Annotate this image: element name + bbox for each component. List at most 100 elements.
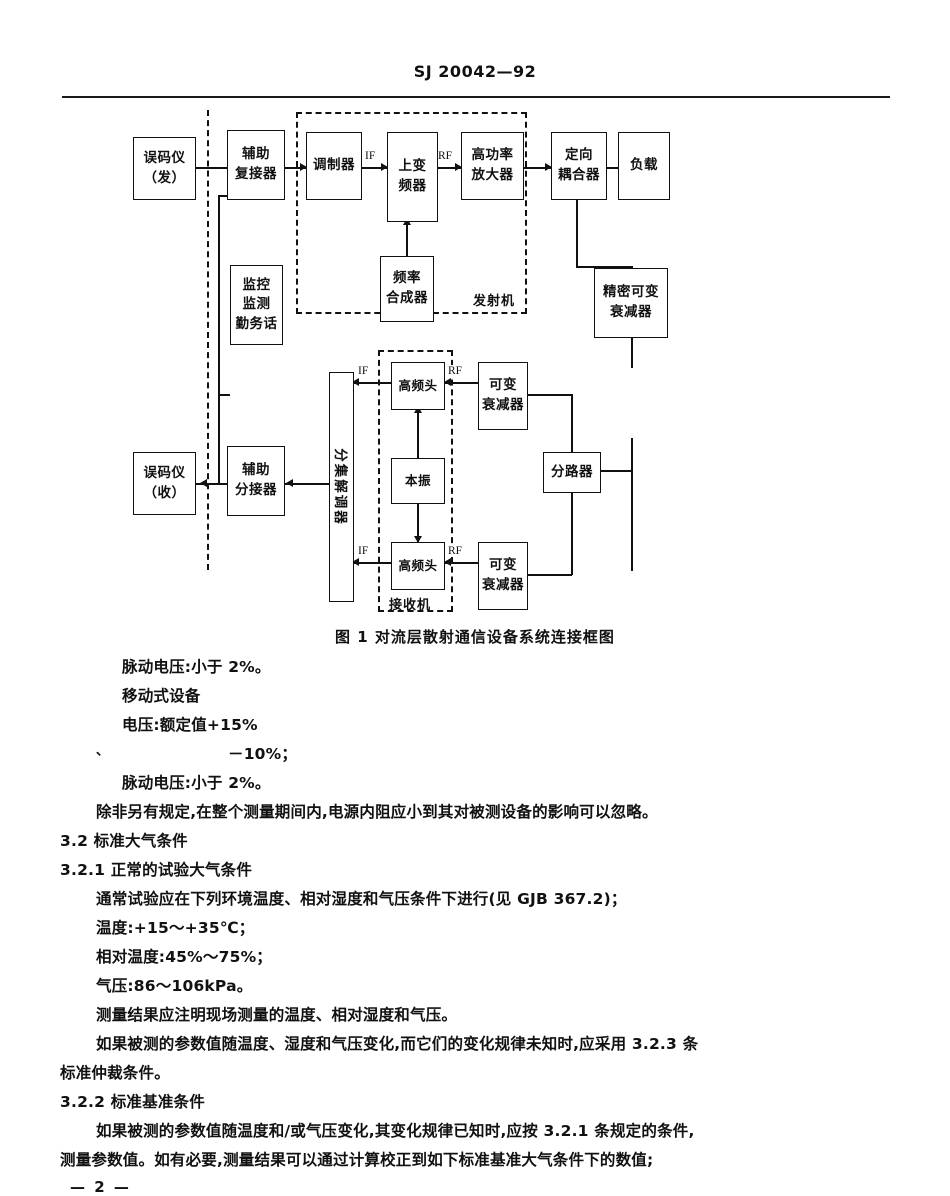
body-tick-mark: 、 <box>96 744 110 759</box>
conn-coupler-load <box>602 167 618 169</box>
section-heading-3-2-2: 3.2.2 标准基准条件 <box>60 1093 205 1111</box>
arrow-auxdemux-berrx <box>200 479 207 487</box>
arrow-auxmux-modulator <box>300 163 307 171</box>
conn-combiner-rfhead2 <box>353 562 391 564</box>
block-modulator-line-1: 调制器 <box>313 157 355 174</box>
conn-auxdemux-monitor-v <box>218 394 220 484</box>
signal-label-if-rx2: IF <box>357 545 370 557</box>
block-rf-head-1-line-1: 高频头 <box>398 377 438 393</box>
conn-rfhead1-varatten1 <box>445 382 478 384</box>
conn-combiner-rfhead1 <box>353 382 391 384</box>
block-monitor-line-1: 监控 <box>242 276 271 293</box>
conn-berrx-auxdemux <box>196 483 227 485</box>
block-lo-line-1: 本振 <box>404 472 431 488</box>
transmitter-enclosure-label: 发射机 <box>473 294 516 309</box>
figure-caption: 图 1 对流层散射通信设备系统连接框图 <box>335 628 615 646</box>
block-rf-head-1: 高频头 <box>391 362 445 410</box>
left-dashed-divider <box>207 110 209 570</box>
block-splitter-line-1: 分路器 <box>551 463 593 480</box>
body-line-15: 标准仲裁条件。 <box>60 1064 170 1082</box>
block-diversity-combiner: 分集解调器 <box>329 372 354 602</box>
arrow-upconv-hpa <box>455 163 462 171</box>
block-directional-coupler: 定向 耦合器 <box>551 132 607 200</box>
body-line-17: 如果被测的参数值随温度和/或气压变化,其变化规律已知时,应按 3.2.1 条规定… <box>96 1122 695 1140</box>
body-line-14: 如果被测的参数值随温度、湿度和气压变化,而它们的变化规律未知时,应采用 3.2.… <box>96 1035 699 1053</box>
block-local-oscillator: 本振 <box>391 458 445 504</box>
conn-modulator-upconv <box>362 167 387 169</box>
block-aux-mux-line-1: 辅助 <box>242 146 270 163</box>
block-upconverter-line-1: 上变 <box>398 158 427 175</box>
conn-synth-upconv <box>406 222 408 256</box>
block-modulator: 调制器 <box>306 132 362 200</box>
block-aux-demux-line-2: 分接器 <box>235 482 277 498</box>
conn-upconv-hpa <box>438 167 461 169</box>
arrow-combiner-auxdemux <box>286 479 293 487</box>
block-hpa-line-2: 放大器 <box>471 167 514 183</box>
block-rf-head-2-line-1: 高频头 <box>398 557 438 573</box>
block-rf-head-2: 高频头 <box>391 542 445 590</box>
block-ber-rx-line-1: 误码仪 <box>143 464 186 481</box>
header-rule <box>62 96 890 98</box>
block-precatten-line-1: 精密可变 <box>603 284 659 301</box>
conn-auxmux-monitor-h1 <box>218 195 230 197</box>
body-line-2: 移动式设备 <box>122 687 201 705</box>
block-load: 负载 <box>618 132 670 200</box>
block-varatten2-line-1: 可变 <box>489 557 517 574</box>
block-ber-rx-line-2: （收） <box>143 484 186 501</box>
block-monitor: 监控 监测 勤务话 <box>230 265 283 345</box>
block-aux-demux-line-1: 辅助 <box>242 462 270 479</box>
block-load-line-1: 负载 <box>630 157 658 174</box>
arrow-modulator-upconv <box>381 163 388 171</box>
block-monitor-line-2: 监测 <box>242 296 271 313</box>
section-heading-3-2-1: 3.2.1 正常的试验大气条件 <box>60 861 253 879</box>
conn-varatten2-splitter-v <box>571 493 573 575</box>
conn-coupler-precatten-v1 <box>576 197 578 267</box>
signal-label-rf-tx: RF <box>437 150 454 162</box>
body-line-3: 电压:额定值+15% <box>122 716 258 734</box>
block-synth-line-2: 合成器 <box>386 290 428 306</box>
block-upconverter-line-2: 频器 <box>398 178 427 194</box>
conn-hpa-coupler <box>524 167 551 169</box>
figure-block-diagram: 发射机 接收机 IF RF <box>0 100 950 620</box>
block-aux-mux: 辅助 复接器 <box>227 130 285 200</box>
conn-precatten-splitter <box>601 470 632 472</box>
block-varatten1-line-1: 可变 <box>489 377 517 394</box>
standard-number-header: SJ 20042—92 <box>413 62 537 81</box>
block-aux-mux-line-2: 复接器 <box>235 166 277 182</box>
conn-precatten-down <box>631 438 633 571</box>
conn-auxdemux-combiner <box>285 483 329 485</box>
body-line-12: 气压:86～106kPa。 <box>96 977 253 995</box>
block-variable-attenuator-2: 可变 衰减器 <box>478 542 528 610</box>
conn-lo-rfhead2 <box>417 504 419 542</box>
block-monitor-line-3: 勤务话 <box>235 315 278 332</box>
conn-coupler-precatten-h <box>576 266 632 268</box>
block-ber-tx-line-1: 误码仪 <box>143 149 186 166</box>
conn-auxmux-modulator <box>285 167 306 169</box>
body-line-18: 测量参数值。如有必要,测量结果可以通过计算校正到如下标准基准大气条件下的数值; <box>60 1151 654 1169</box>
conn-auxmux-monitor-v <box>218 195 220 395</box>
block-synth-line-1: 频率 <box>393 270 421 287</box>
receiver-enclosure-label: 接收机 <box>389 598 432 613</box>
conn-auxmux-monitor-h2 <box>218 394 230 396</box>
arrow-hpa-coupler <box>545 163 552 171</box>
block-hpa-line-1: 高功率 <box>471 147 514 164</box>
arrow-rfhead2-combiner <box>352 558 359 566</box>
body-line-10: 温度:+15～+35℃； <box>96 919 255 937</box>
block-variable-attenuator-1: 可变 衰减器 <box>478 362 528 430</box>
conn-lo-rfhead1 <box>417 410 419 458</box>
arrow-varatten2-rfhead2 <box>444 558 451 566</box>
arrow-varatten1-rfhead1 <box>444 378 451 386</box>
body-line-6: 除非另有规定,在整个测量期间内,电源内阻应小到其对被测设备的影响可以忽略。 <box>96 803 658 821</box>
page-number-footer: — 2 — <box>70 1178 131 1196</box>
block-precatten-line-2: 衰减器 <box>610 304 652 320</box>
block-hpa: 高功率 放大器 <box>461 132 524 200</box>
conn-varatten1-splitter-v <box>571 394 573 452</box>
body-line-4: －10%； <box>228 745 298 763</box>
body-line-5: 脉动电压:小于 2%。 <box>122 774 271 792</box>
conn-varatten1-splitter-h <box>528 394 572 396</box>
arrow-rfhead1-combiner <box>352 378 359 386</box>
body-line-1: 脉动电压:小于 2%。 <box>122 658 271 676</box>
receiver-enclosure <box>378 350 453 612</box>
conn-varatten2-splitter-h <box>528 574 572 576</box>
block-coupler-line-2: 耦合器 <box>558 167 600 183</box>
